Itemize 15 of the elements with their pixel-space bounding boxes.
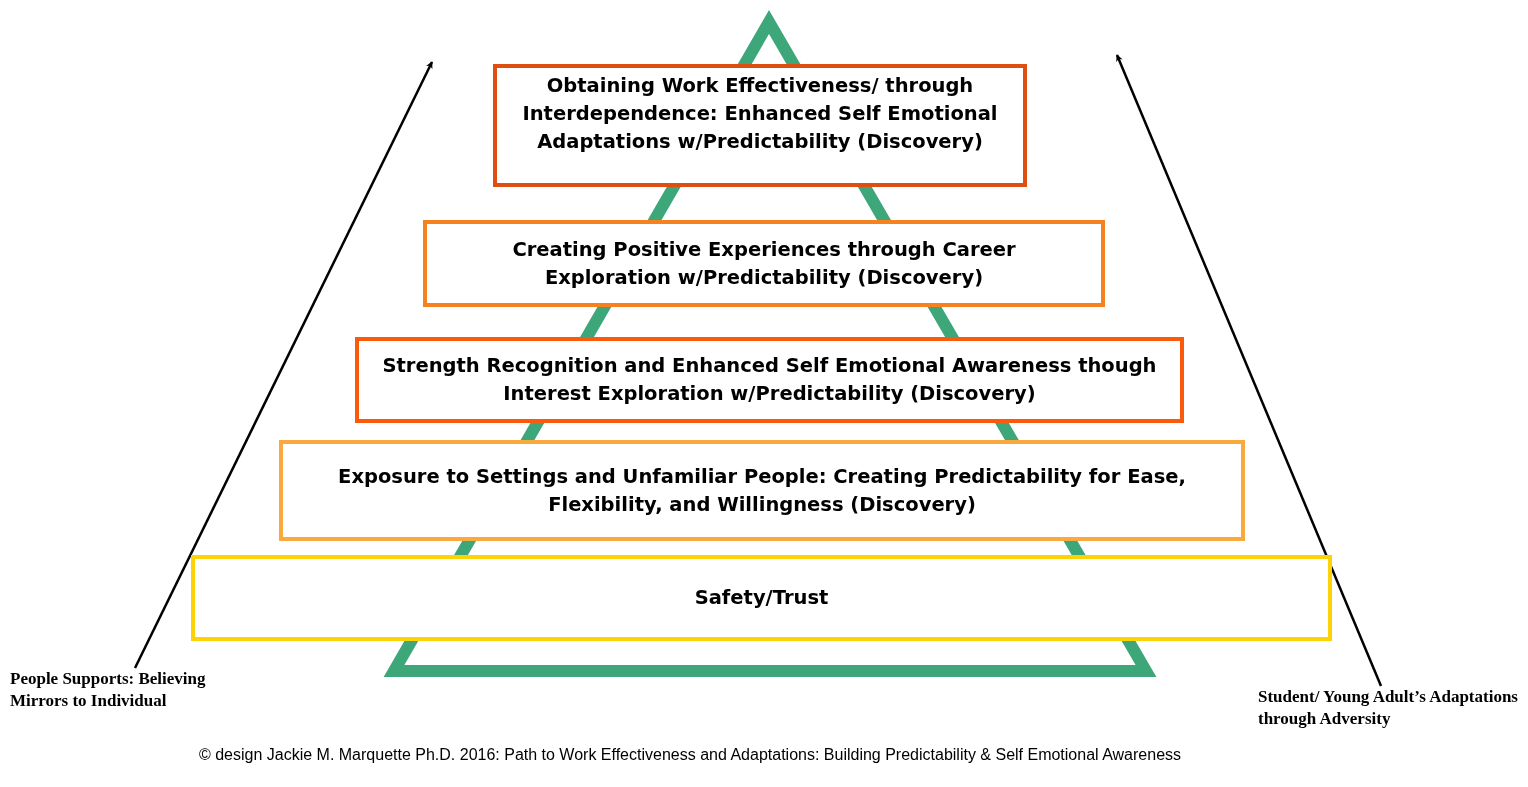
side-label: People Supports: Believing Mirrors to Individual [10,668,255,712]
side-label: Student/ Young Adult’s Adaptations through Adversity [1258,686,1526,730]
level-label: Obtaining Work Effectiveness/ through Interdependence: Enhanced Self Emotional Adaptations w/Predictability (Discovery) [521,73,999,155]
caption: © design Jackie M. Marquette Ph.D. 2016: Path to Work Effectiveness and Adaptations: Building Predictability & Self Emotional Awareness [197,745,1183,765]
arrow [133,61,434,669]
level-box [191,555,1332,641]
level-box [355,337,1184,423]
level-label: Creating Positive Experiences through Career Exploration w/Predictability (Discovery) [511,236,1017,291]
level-label: Safety/Trust [694,585,829,611]
level-box [423,220,1105,307]
level-label: Exposure to Settings and Unfamiliar People: Creating Predictability for Ease, Flexibility, and Willingness (Discovery) [337,463,1187,518]
level-label: Strength Recognition and Enhanced Self Emotional Awareness though Interest Exploration w/Predictability (Discovery) [381,353,1158,407]
arrow [1115,54,1383,687]
level-box [493,64,1027,187]
level-box [279,440,1245,541]
